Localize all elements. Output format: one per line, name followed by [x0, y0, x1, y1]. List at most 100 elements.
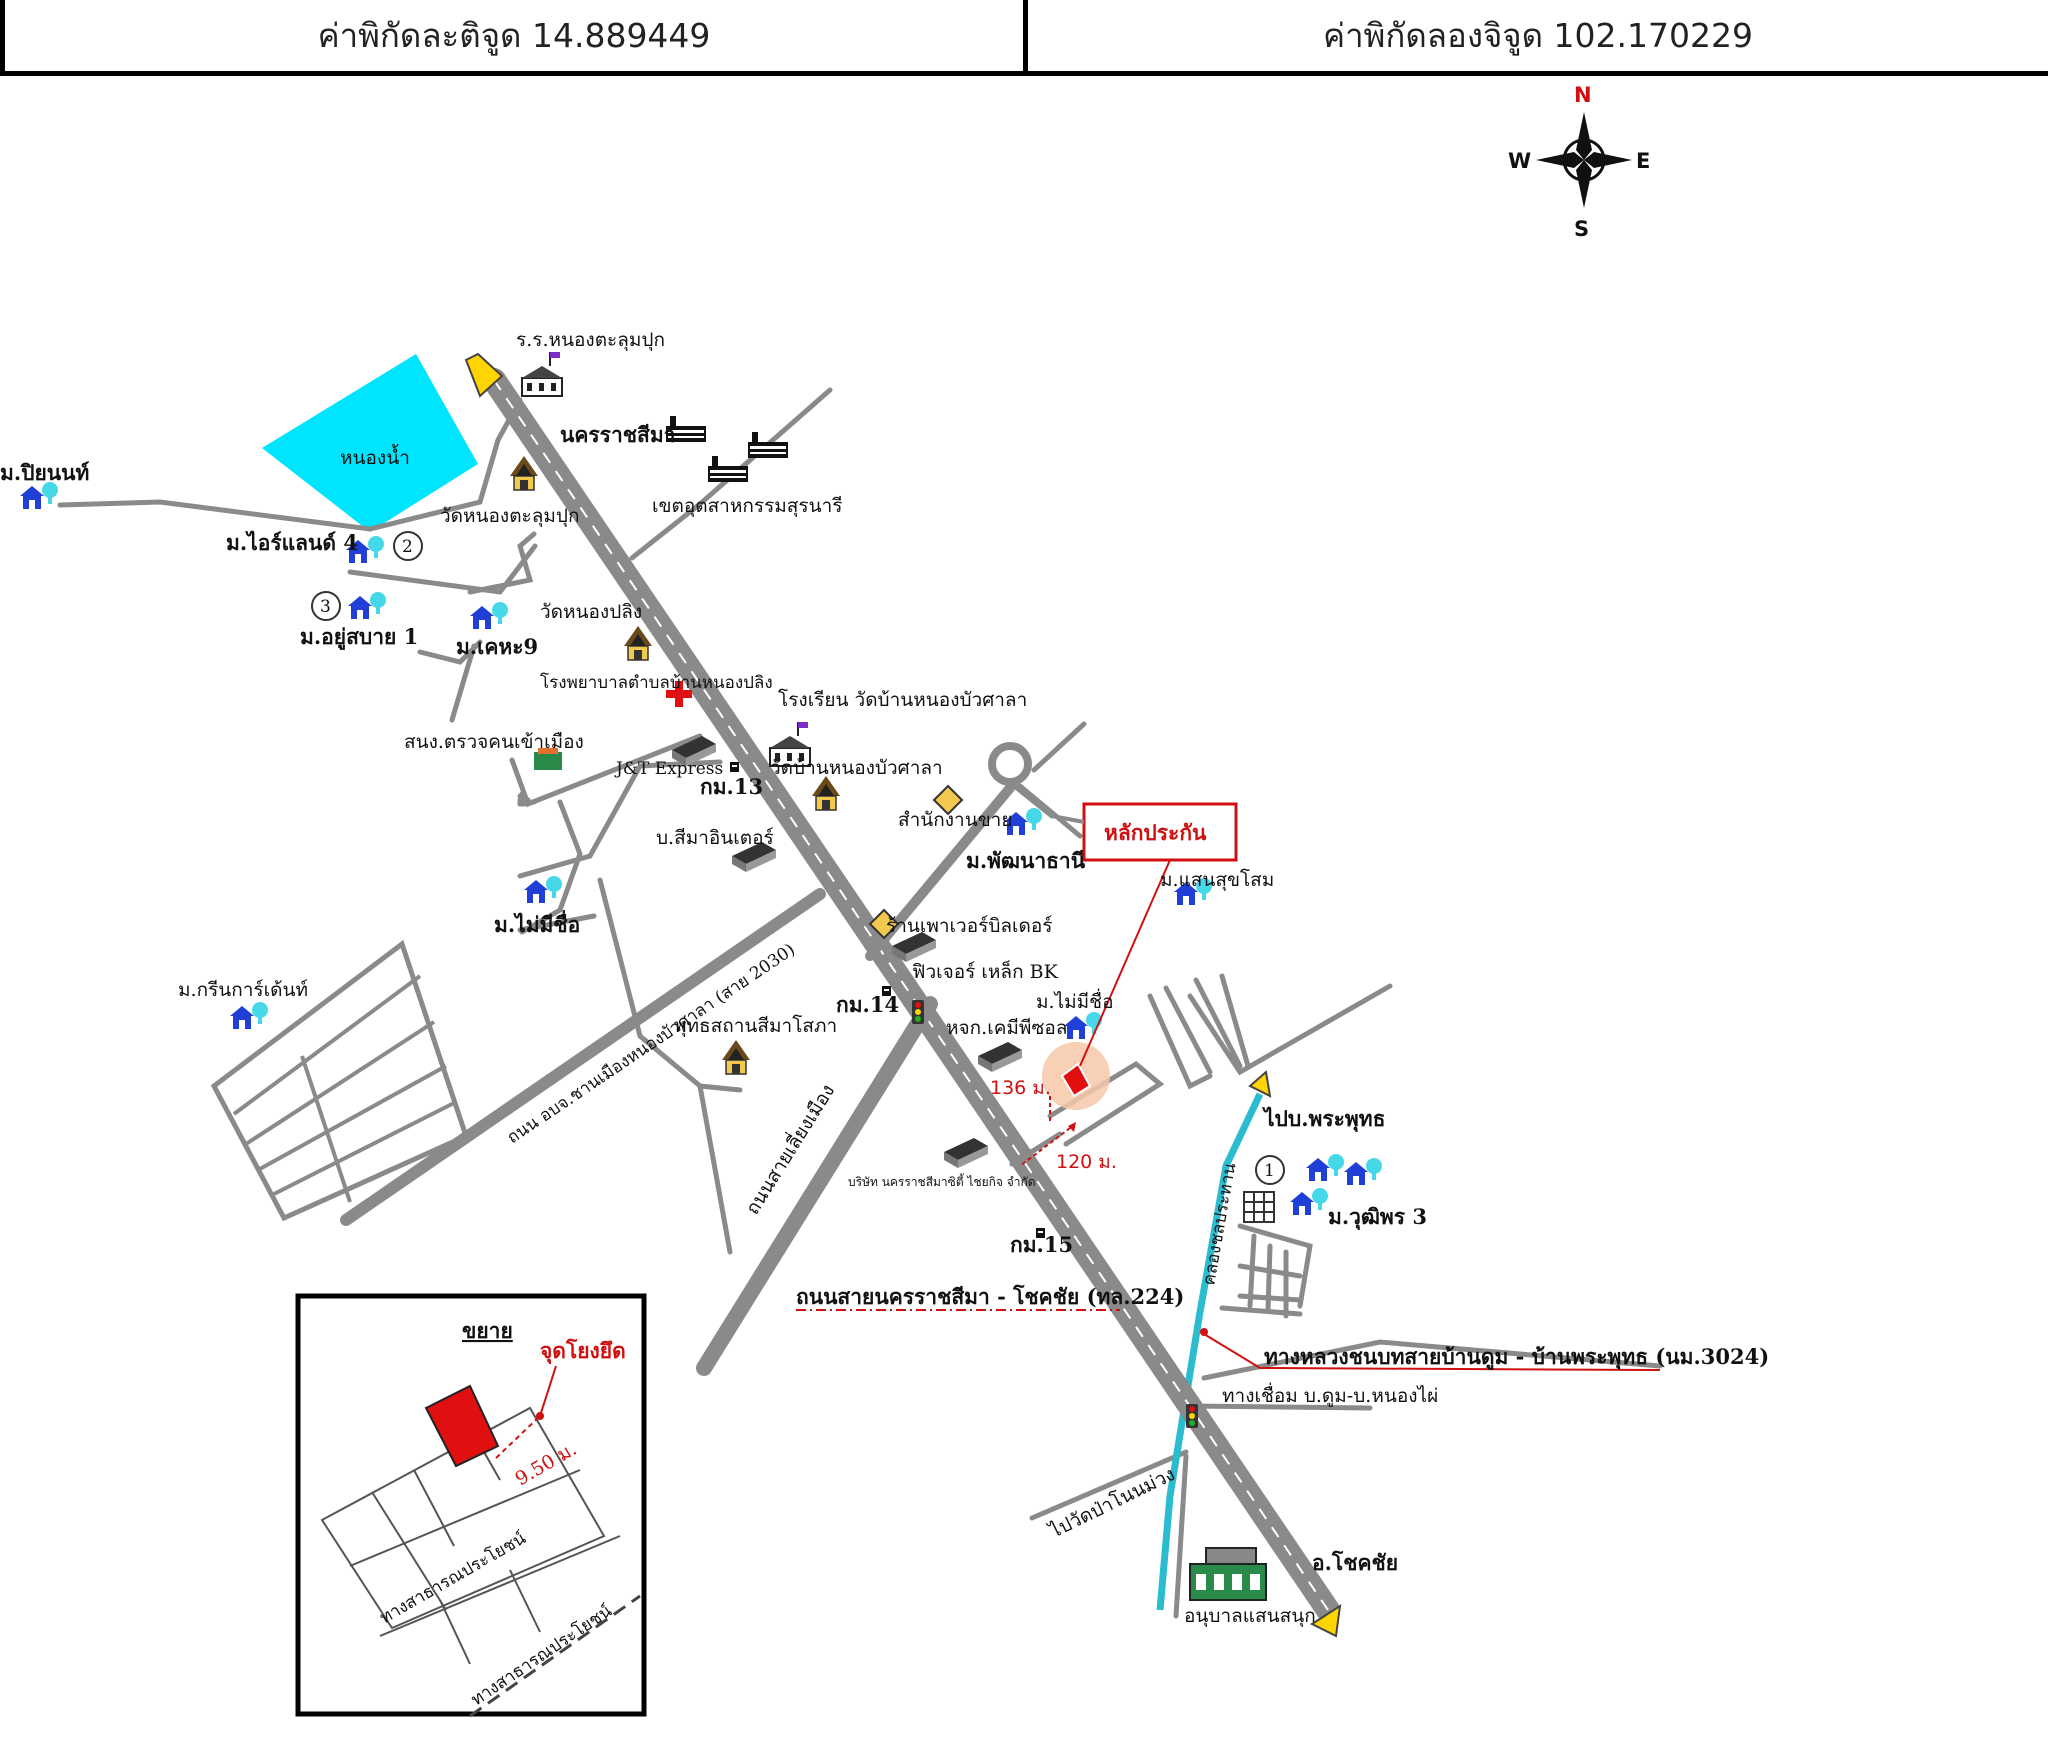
label-piyanon: ม.ปิยนนท์ [0, 460, 89, 485]
house-icon-kheha [470, 602, 508, 629]
label-bk-steel: ฟิวเจอร์ เหล็ก BK [912, 959, 1059, 983]
road-w4 [1247, 1233, 1257, 1309]
label-kheha9: ม.เคหะ9 [456, 634, 538, 659]
inset-coord-label: จุดโยงยึด [540, 1338, 626, 1365]
label-chok-chai: อ.โชคชัย [1312, 1550, 1398, 1575]
label-road-dum: ทางเชื่อม บ.ดูม-บ.หนองไผ่ [1222, 1382, 1438, 1407]
road-watpa [1029, 1449, 1189, 1521]
house-icon-wuthiphon-a [1306, 1154, 1344, 1181]
label-wuthiphon3: ม.วุฒิพร 3 [1328, 1204, 1427, 1231]
label-chemical: หจก.เคมีพีซอล [946, 1017, 1067, 1039]
label-store-power: ร้านเพาเวอร์บิลเดอร์ [886, 915, 1052, 937]
road-wuthiphon [1237, 1223, 1313, 1309]
label-green-garden: ม.กรีนการ์เด้นท์ [178, 979, 308, 1001]
latitude-cell: ค่าพิกัดละติจูด 14.889449 [0, 0, 1028, 71]
chemical-icon [978, 1042, 1022, 1072]
immigration-icon [534, 748, 562, 770]
road-s1 [1147, 993, 1213, 1090]
svg-text:1: 1 [1264, 1161, 1275, 1181]
label-nakhon-ratchasima: นครราชสีมา [560, 422, 675, 447]
road-maimichue [519, 799, 583, 935]
bypass-road [696, 996, 938, 1376]
label-phatthanathani: ม.พัฒนาธานี [966, 848, 1086, 873]
road-saensukhsom [1187, 983, 1393, 1076]
road-maimichue2 [517, 913, 597, 933]
longitude-cell: ค่าพิกัดลองจิจูด 102.170229 [1323, 16, 1753, 55]
company-icon [944, 1138, 988, 1168]
label-mai-mi-chue-right: ม.ไม่มีชื่อ [1036, 988, 1113, 1013]
label-yusabai1: ม.อยู่สบาย 1 [300, 624, 418, 651]
factory-icon-3 [708, 456, 748, 482]
rural-road-underline [1203, 1333, 1661, 1371]
label-km14: กม.14 [836, 992, 899, 1017]
house-icon-mai-mi-chue-right [1064, 1012, 1102, 1039]
lake [262, 354, 478, 532]
canal [1156, 1092, 1264, 1611]
north-arrow-head [464, 352, 504, 398]
wat-nongtalumpuk-icon [509, 455, 539, 491]
label-wat-nongtalumpuk: วัดหนองตะลุมปุก [440, 505, 580, 528]
label-sales-office: สำนักงานขาย [898, 809, 1012, 831]
factory-icon-2 [748, 432, 788, 458]
svg-text:2: 2 [402, 537, 413, 557]
house-icon-mai-mi-chue [524, 876, 562, 903]
label-wat-nongpling: วัดหนองปลิง [540, 601, 642, 623]
road-kheha [449, 643, 477, 723]
road-immigration [517, 759, 723, 879]
label-saensukhsom: ม.แสนสุขโสม [1160, 868, 1274, 892]
road-stub11 [517, 793, 525, 803]
sales-office-icon [932, 784, 964, 816]
road-roundabout-se [1017, 783, 1083, 839]
circle-num-3: 3 [311, 591, 341, 621]
traffic-signal-1 [912, 1000, 924, 1024]
road-dum [1187, 1403, 1373, 1411]
cemetery-icon [721, 1039, 751, 1075]
location-map[interactable]: หนองน้ำ [0, 76, 2048, 1746]
label-highway224: ถนนสายนครราชสีมา - โชคชัย (ทล.224) [796, 1284, 1184, 1309]
store-power-icon [868, 908, 900, 940]
collateral-marker[interactable]: หลักประกัน [1042, 802, 1238, 1110]
wuthiphon-grid-icon [1243, 1191, 1275, 1223]
wat-bua-icon [811, 775, 841, 811]
circle-num-1: 1 [1255, 1155, 1285, 1185]
kindergarten-icon [1189, 1547, 1267, 1601]
label-wat-bua: วัดบ้านหนองบัวศาลา [770, 757, 943, 779]
road-south [1173, 1453, 1189, 1619]
label-school-top: ร.ร.หนองตะลุมปุก [516, 329, 665, 352]
label-hospital: โรงพยาบาลตำบลบ้านหนองปลิง [540, 672, 773, 693]
inset-title: ขยาย [462, 1318, 513, 1343]
compass-w: W [1508, 149, 1531, 173]
traffic-signal-2 [1186, 1404, 1198, 1428]
label-dist136: 136 ม. [990, 1077, 1051, 1099]
label-industrial-zone: เขตอุตสาหกรรมสุรนารี [652, 495, 842, 518]
road-s3 [1193, 977, 1243, 1069]
label-dist120: 120 ม. [1056, 1151, 1117, 1173]
road-cemetery [597, 877, 733, 1255]
road-stub9 [519, 791, 529, 801]
hospital-icon [666, 681, 692, 707]
road-piyanon [57, 397, 523, 532]
label-buddhist-cemetery: พุทธสถานสีมาโสภา [674, 1014, 837, 1038]
rural-road-pin [1200, 1328, 1208, 1336]
compass-e: E [1636, 149, 1650, 173]
svg-text:3: 3 [320, 597, 331, 617]
inset-enlargement: ขยาย จุดโยงยึด 9.50 ม. ทางสาธารณประโยชน์… [295, 1293, 647, 1718]
coordinate-bar: ค่าพิกัดละติจูด 14.889449 ค่าพิกัดลองจิจ… [0, 0, 2048, 76]
label-irland4: ม.ไอร์แลนด์ 4 [226, 530, 358, 555]
roundabout [988, 742, 1032, 786]
label-jt-express: J&T Express [614, 759, 723, 779]
label-sima-inter: บ.สีมาอินเตอร์ [656, 827, 774, 849]
label-immigration: สนง.ตรวจคนเข้าเมือง [404, 731, 584, 753]
road-s2 [1163, 985, 1213, 1075]
label-go-phraphut: ไปบ.พระพุทธ [1262, 1106, 1385, 1133]
km13-post [730, 762, 739, 772]
label-km15: กม.15 [1010, 1232, 1073, 1257]
label-rural-road-3024: ทางหลวงชนบทสายบ้านดูม - บ้านพระพุทธ (นม.… [1264, 1344, 1769, 1371]
house-icon-wuthiphon-c [1290, 1188, 1328, 1215]
label-road-bypass: ถนนสายเลี่ยงเมือง [739, 1079, 839, 1219]
house-icon-piyanon [20, 482, 58, 509]
compass-s: S [1574, 217, 1589, 241]
house-icon-wuthiphon-b [1344, 1158, 1382, 1185]
road-w5 [1265, 1243, 1273, 1313]
compass-n: N [1574, 83, 1592, 107]
